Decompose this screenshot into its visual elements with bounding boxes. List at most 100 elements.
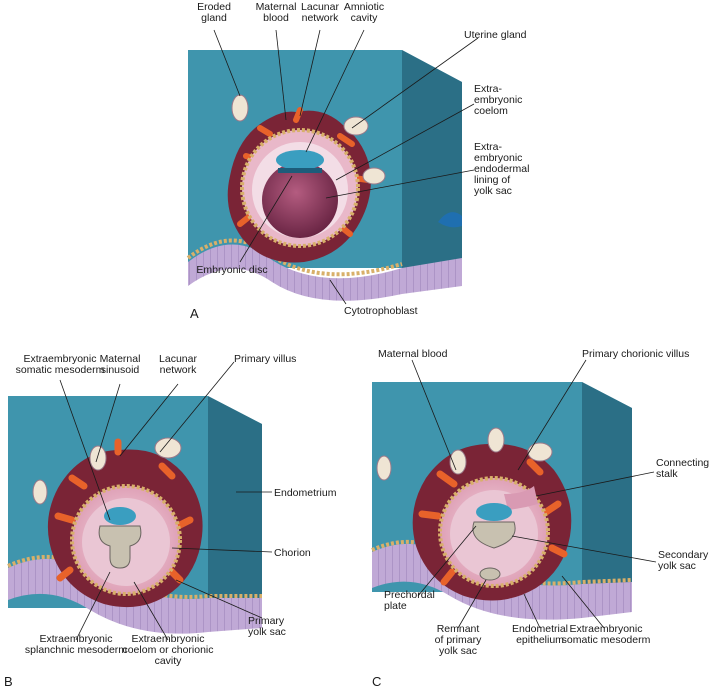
blastocyst: [227, 94, 386, 263]
label-endometrium: Endometrium: [274, 487, 337, 499]
label-line: Lacunar: [159, 353, 197, 365]
label-line: Amniotic: [344, 1, 384, 13]
label-line: plate: [384, 600, 407, 612]
panel-a: [186, 29, 479, 305]
epithelium-bead-line: [7, 555, 262, 599]
label-line: Extraembryonic: [40, 633, 113, 645]
blastocyst: [376, 427, 572, 601]
secondary-yolk-sac: [472, 521, 516, 549]
amniotic-cavity: [276, 150, 324, 170]
label-line: Eroded: [197, 1, 231, 13]
label-line: endodermal: [474, 163, 529, 175]
label-embryonic-disc: Embryonic disc: [196, 264, 267, 276]
label-line: yolk sac: [248, 626, 286, 638]
label-line: Maternal: [100, 353, 141, 365]
label-line: embryonic: [474, 94, 522, 106]
label-line: somatic mesoderm: [562, 634, 651, 646]
label-cytotrophoblast: Cytotrophoblast: [344, 305, 418, 317]
label-line: Extraembryonic: [24, 353, 97, 365]
label-line: network: [302, 12, 340, 24]
label-line: Maternal: [256, 1, 297, 13]
block-side-face: [402, 50, 462, 268]
label-uterine-gland: Uterine gland: [464, 29, 527, 41]
label-line: Embryonic disc: [196, 264, 267, 276]
label-line: blood: [263, 12, 289, 24]
panel-letter-b: B: [4, 674, 13, 689]
amniotic-cavity: [104, 507, 136, 525]
amniotic-cavity: [476, 503, 512, 521]
eroded-glands: [231, 94, 386, 185]
label-line: Endometrium: [274, 487, 337, 499]
lacunae: [418, 432, 568, 586]
label-line: Extra-: [474, 141, 503, 153]
label-chorion: Chorion: [274, 547, 311, 559]
label-line: cavity: [155, 655, 183, 667]
leader-lines-b: [59, 361, 273, 641]
label-line: yolk sac: [474, 185, 512, 197]
label-line: Extraembryonic: [570, 623, 643, 635]
blastocyst: [32, 437, 203, 608]
panel-b: [7, 361, 273, 641]
label-line: Chorion: [274, 547, 311, 559]
label-line: sinusoid: [101, 364, 140, 376]
label-line: Secondary: [658, 549, 709, 561]
label-line: Extra-: [474, 83, 503, 95]
side-gland: [438, 212, 462, 228]
block-side-face: [208, 396, 262, 608]
label-line: lining of: [474, 174, 510, 186]
label-maternal-blood: Maternal blood: [378, 348, 448, 360]
panel-c: [371, 359, 657, 629]
label-line: epithelium: [516, 634, 564, 646]
label-line: Prechordal: [384, 589, 435, 601]
label-line: Primary villus: [234, 353, 296, 365]
label-line: Uterine gland: [464, 29, 527, 41]
block-side-face: [582, 382, 632, 592]
primary-yolk-sac: [262, 162, 338, 238]
label-line: splanchnic mesoderm: [25, 644, 127, 656]
label-line: Maternal blood: [378, 348, 448, 360]
lacunae: [54, 438, 194, 584]
embryonic-disc: [278, 168, 322, 173]
panel-letter-c: C: [372, 674, 381, 689]
label-line: network: [160, 364, 198, 376]
label-line: of primary: [435, 634, 482, 646]
label-line: stalk: [656, 468, 678, 480]
panel-letter-a: A: [190, 306, 199, 321]
label-line: Primary chorionic villus: [582, 348, 689, 360]
primary-yolk-sac: [98, 525, 142, 569]
connecting-stalk: [504, 486, 538, 510]
label-line: Endometrial: [512, 623, 568, 635]
label-line: embryonic: [474, 152, 522, 164]
cell-base: [188, 244, 462, 301]
label-line: coelom: [474, 105, 508, 117]
label-line: Cytotrophoblast: [344, 305, 418, 317]
label-line: cavity: [351, 12, 379, 24]
label-primary-villus: Primary villus: [234, 353, 296, 365]
label-line: yolk sac: [658, 560, 696, 572]
label-line: somatic mesoderm: [16, 364, 105, 376]
label-line: coelom or chorionic: [122, 644, 213, 656]
label-line: gland: [201, 12, 227, 24]
remnant-primary-yolk-sac: [479, 567, 501, 581]
label-line: yolk sac: [439, 645, 477, 657]
label-line: Connecting: [656, 457, 709, 469]
label-primary-chorionic-villus: Primary chorionic villus: [582, 348, 689, 360]
